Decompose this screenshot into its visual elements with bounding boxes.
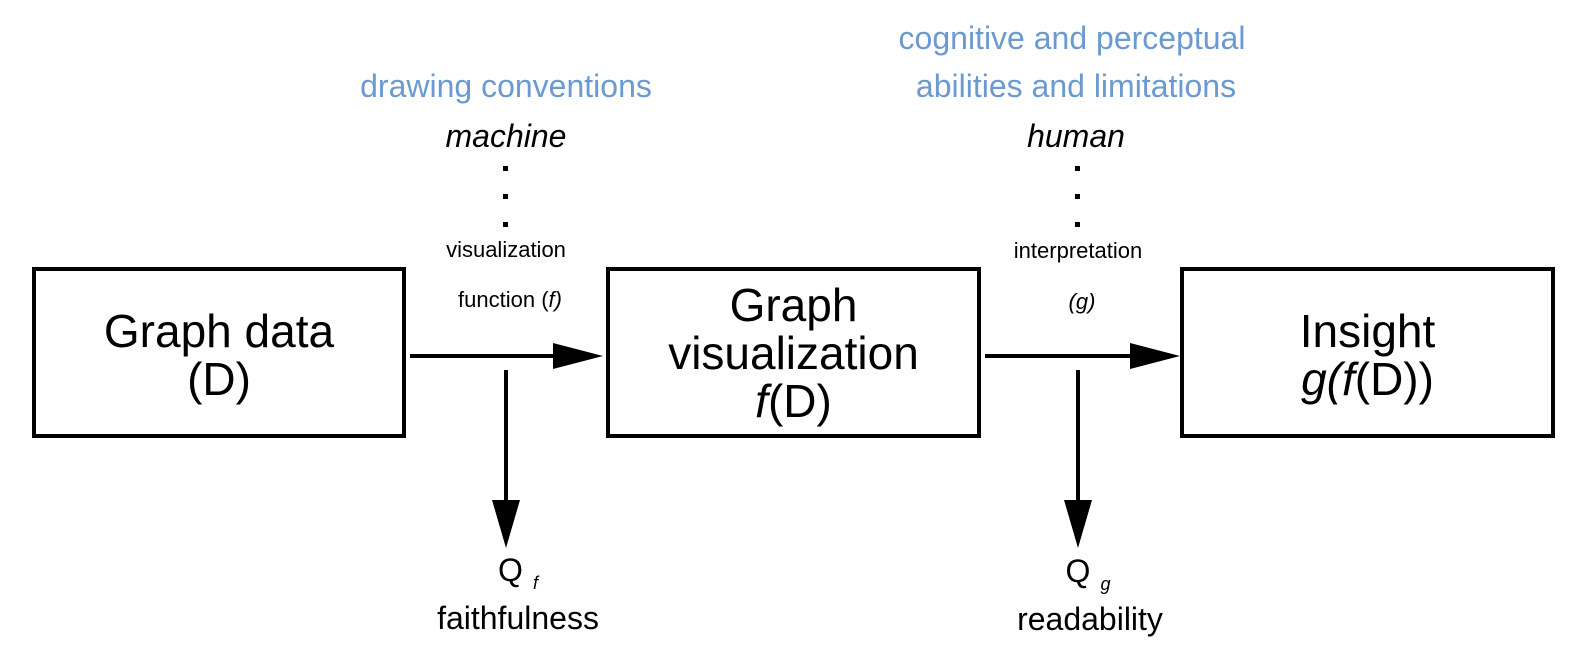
dotted-connector-machine — [503, 166, 508, 227]
graph-visualization-title-line2: visualization — [668, 326, 919, 379]
insight-box: Insight g(f(D)) — [1180, 267, 1555, 438]
graph-visualization-title-line1: Graph — [729, 278, 858, 331]
drawing-conventions-note: drawing conventions — [360, 68, 652, 104]
faithfulness-subscript: f — [532, 573, 538, 593]
faithfulness-label: faithfulness — [437, 600, 599, 636]
human-label: human — [1027, 118, 1125, 154]
insight-formula: g(f(D)) — [1301, 352, 1434, 405]
graph-data-symbol: (D) — [187, 352, 251, 405]
machine-label: machine — [445, 118, 567, 154]
graph-visualization-formula: f(D) — [755, 374, 832, 427]
arrow-down-faithfulness — [492, 370, 520, 548]
insight-title: Insight — [1299, 304, 1436, 357]
cognitive-note-line1: cognitive and perceptual — [898, 20, 1246, 56]
graph-visualization-box: Graph visualization f(D) — [606, 267, 981, 438]
cognitive-note-line2: abilities and limitations — [915, 68, 1237, 104]
interpretation-label-line1: interpretation — [1013, 238, 1143, 263]
arrow-visualization-to-insight — [985, 343, 1180, 369]
visualization-label-line2: function (f) — [458, 287, 562, 312]
interpretation-label-line2: (g) — [1068, 289, 1096, 314]
readability-label: readability — [1017, 601, 1163, 637]
arrow-data-to-visualization — [410, 343, 603, 369]
arrow-down-readability — [1064, 370, 1092, 548]
visualization-function-var: f — [548, 287, 555, 312]
dotted-connector-human — [1075, 166, 1080, 227]
visualization-label-line1: visualization — [446, 237, 566, 262]
graph-data-title: Graph data — [103, 304, 335, 357]
readability-subscript: g — [1100, 574, 1111, 594]
graph-data-box: Graph data (D) — [32, 267, 406, 438]
interpretation-function-var: g — [1075, 289, 1089, 314]
